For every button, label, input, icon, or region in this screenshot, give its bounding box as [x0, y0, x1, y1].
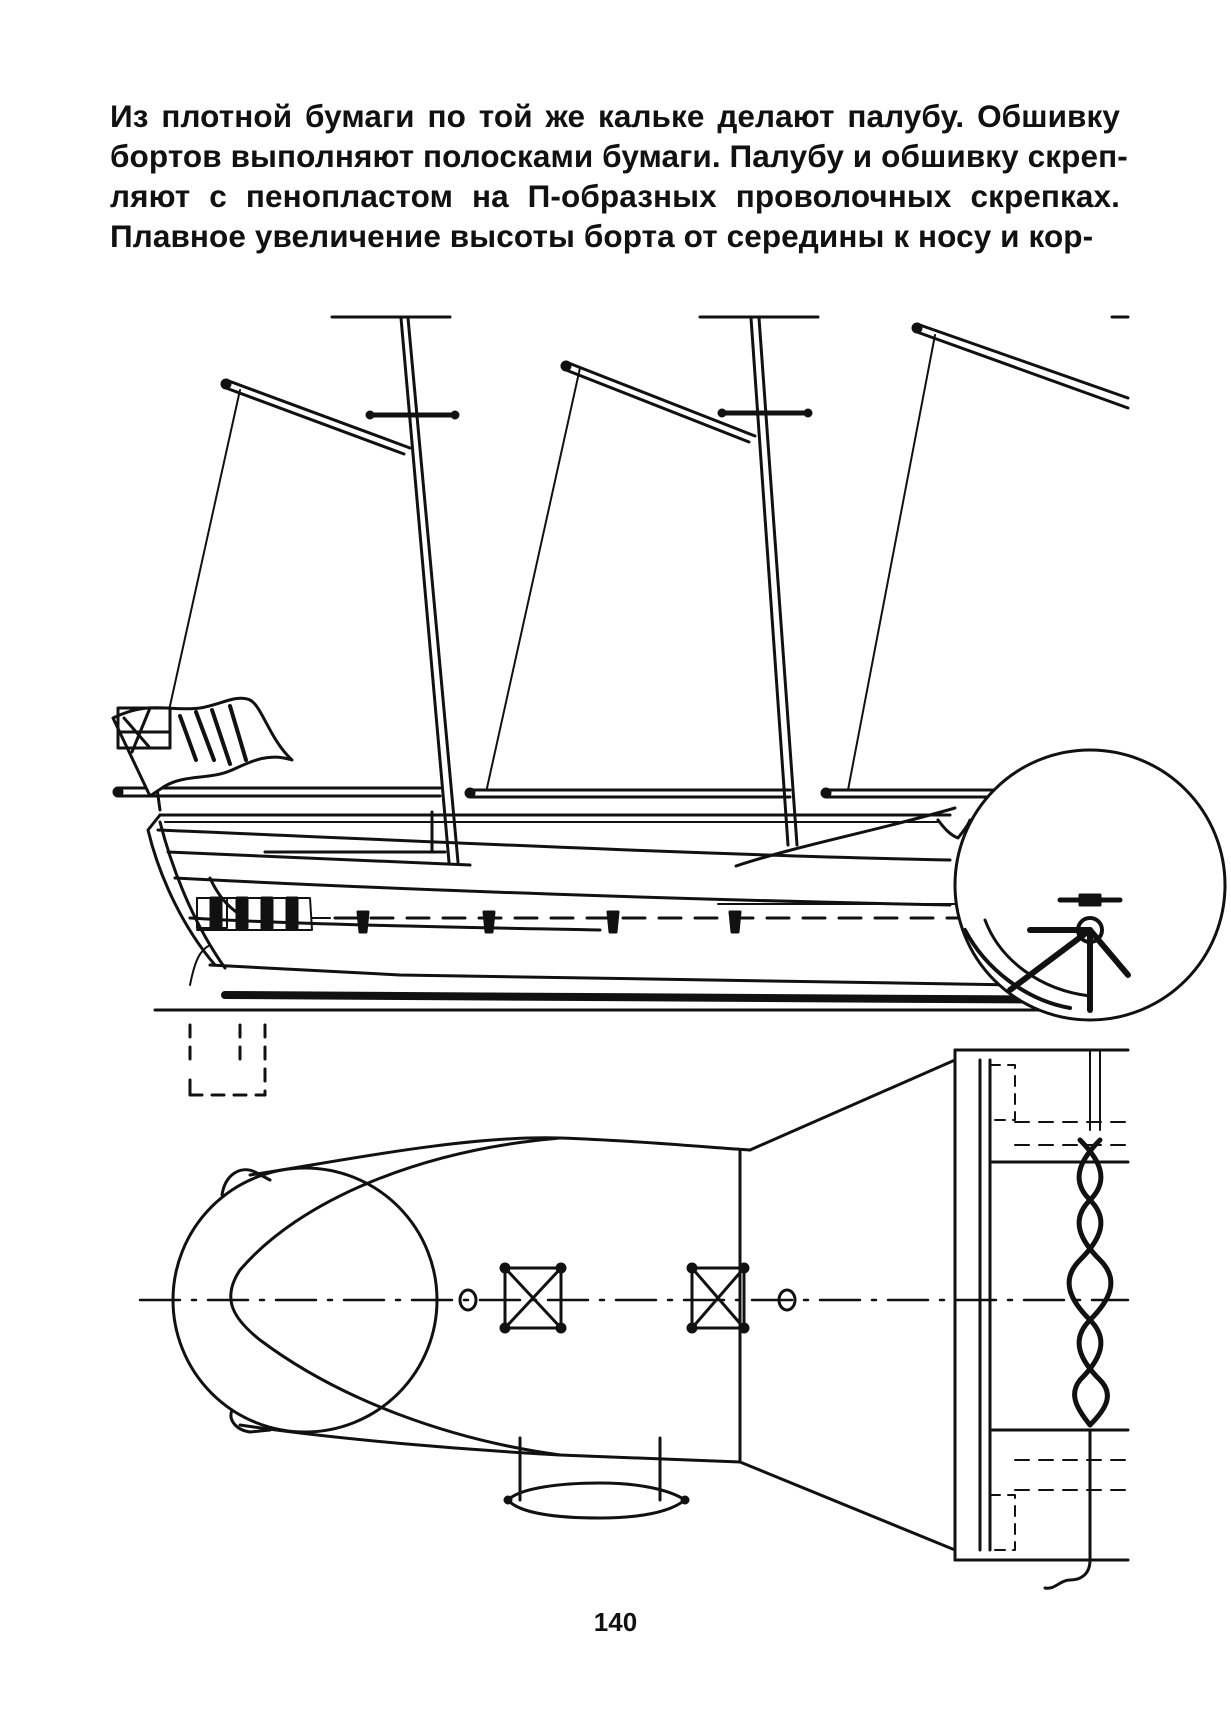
sail-leech-1	[157, 389, 241, 761]
gaff-2	[560, 360, 757, 444]
boom-3	[820, 787, 1012, 799]
deadeyes	[356, 910, 742, 934]
gaff-3	[911, 322, 1130, 410]
paddle-box-plan	[953, 1048, 1130, 1590]
hull-side	[146, 806, 1130, 1012]
paragraph-line-4: Плавное увеличение высоты борта от серед…	[110, 218, 1094, 254]
stern-nose-curve	[229, 1136, 562, 1457]
stern-windows	[196, 896, 331, 931]
mast-step-1-icon	[458, 1288, 478, 1312]
hull-plan-bottom-taper	[738, 1460, 957, 1552]
flag-icon	[111, 696, 294, 812]
mast-2-crosstree	[717, 408, 813, 418]
mast-1-crosstree	[365, 410, 460, 420]
plan-view	[138, 1048, 1130, 1590]
side-view	[111, 315, 1227, 1097]
body-paragraph: Из плотной бумаги по той же кальке делаю…	[110, 96, 1128, 256]
paragraph-line-3: ляют с пенопластом на П-образных проволо…	[110, 178, 1120, 214]
boom-1	[112, 786, 442, 798]
sail-leech-2	[486, 367, 581, 789]
mast-1	[399, 316, 460, 864]
gaff-1	[220, 378, 412, 456]
stern-lug-top	[220, 1168, 272, 1197]
hull-plan-top-taper	[748, 1058, 957, 1152]
boat-icon	[503, 1436, 690, 1520]
page-number: 140	[593, 1607, 638, 1637]
hatch-1-icon	[499, 1262, 567, 1334]
paragraph-line-1: Из плотной бумаги по той же кальке делаю…	[110, 98, 1120, 134]
hatch-2-icon	[686, 1262, 750, 1334]
paddle-box-side	[936, 748, 1227, 1022]
stern-lug-bottom	[229, 1408, 272, 1434]
mast-2	[749, 316, 799, 847]
paragraph-line-2: бортов выполняют полосками бумаги. Палуб…	[110, 138, 1128, 174]
sail-leech-3	[847, 334, 936, 791]
mast-step-2-icon	[777, 1288, 797, 1312]
boom-2	[464, 787, 792, 799]
rudder-outline	[188, 944, 267, 1097]
